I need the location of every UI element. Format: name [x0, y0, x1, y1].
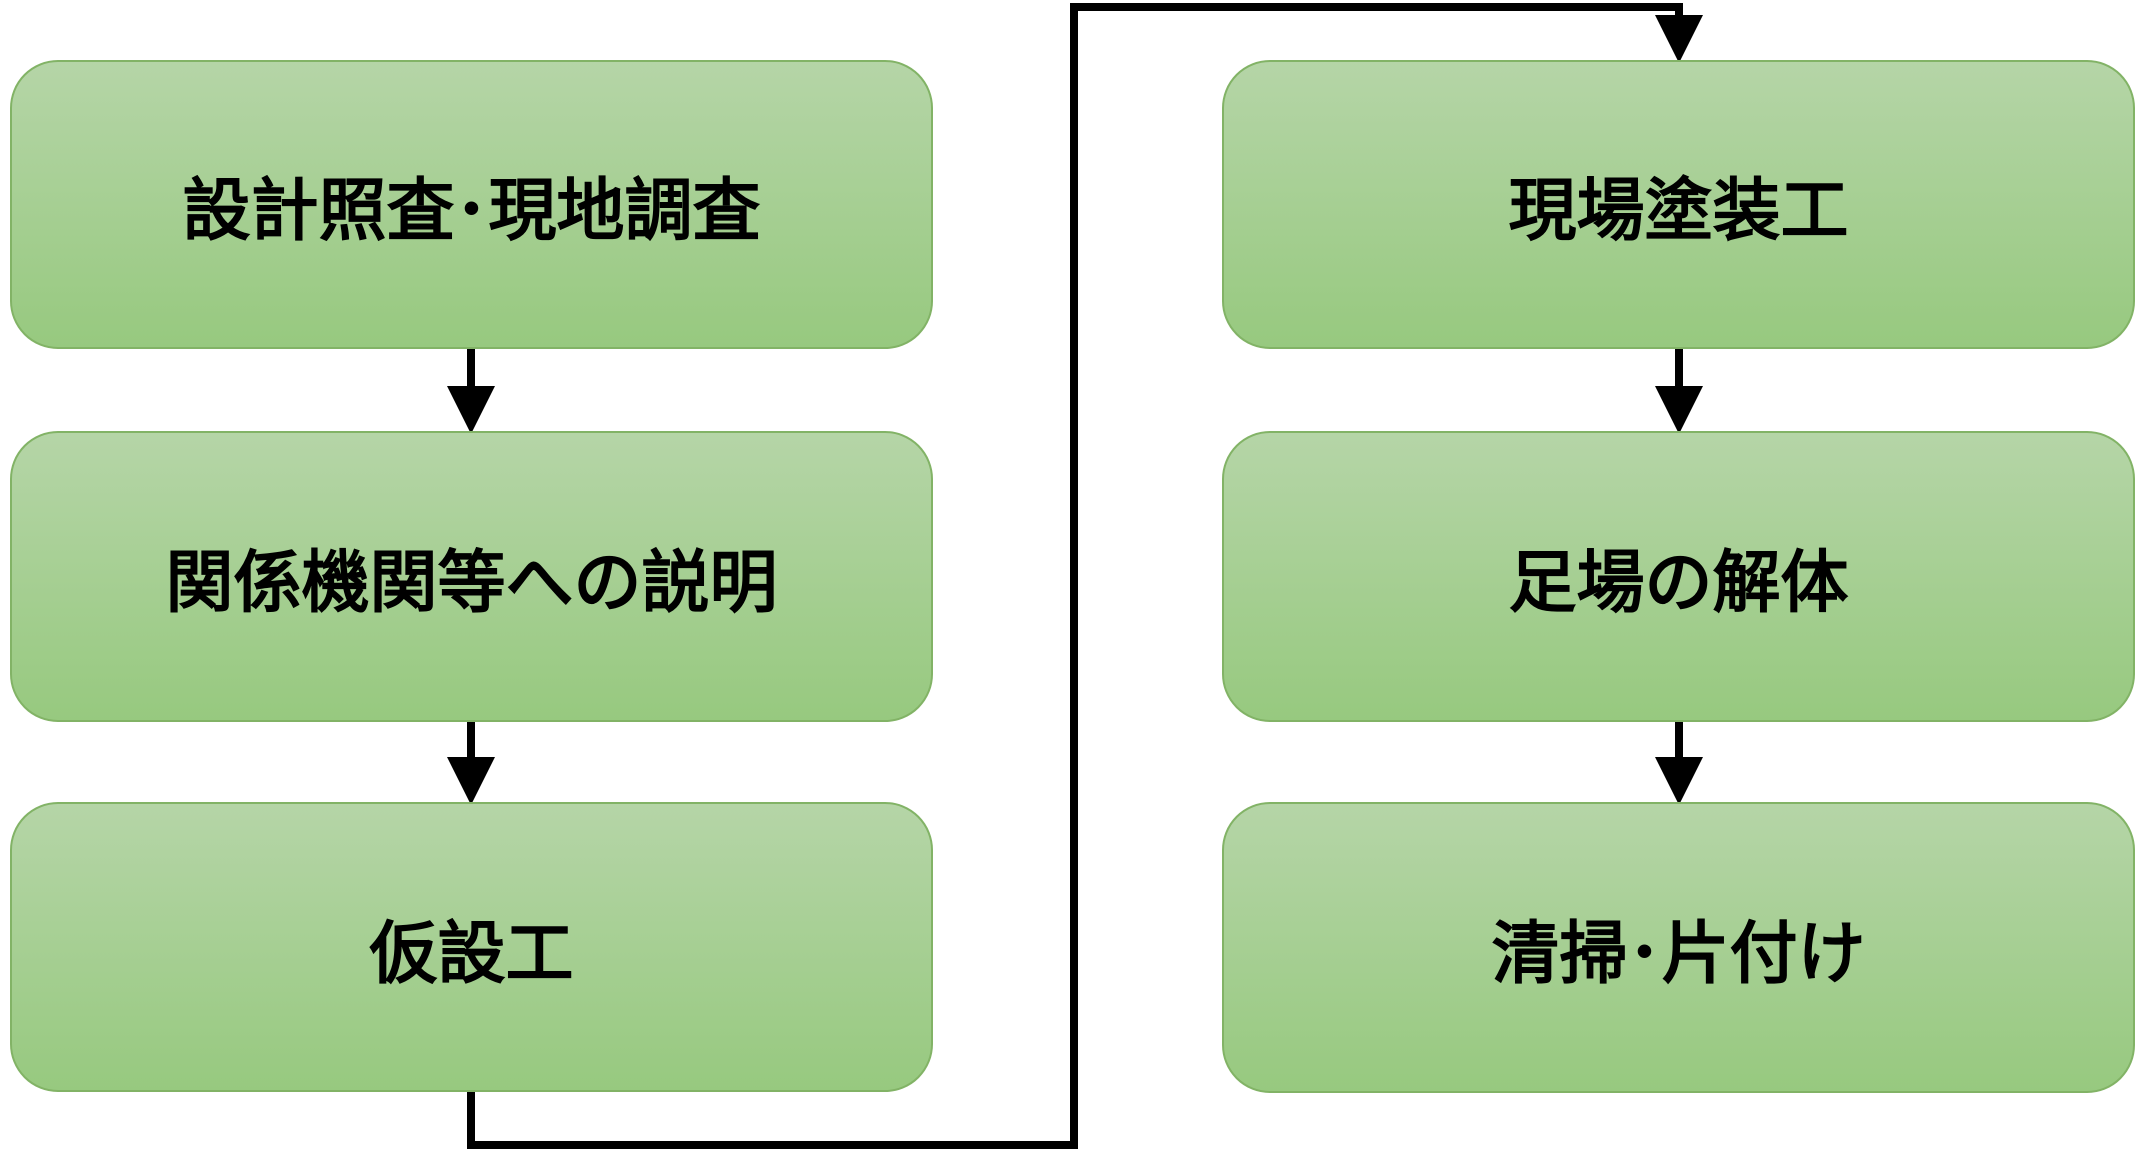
step-cleanup: 清掃･片付け	[1222, 802, 2135, 1093]
step-label: 関係機関等への説明	[165, 544, 778, 623]
step-label: 足場の解体	[1508, 544, 1849, 623]
step-label: 現場塗装工	[1508, 172, 1849, 251]
step-label: 清掃･片付け	[1491, 915, 1866, 994]
step-scaffold-removal: 足場の解体	[1222, 431, 2135, 722]
step-agency-explanation: 関係機関等への説明	[10, 431, 933, 722]
step-site-painting: 現場塗装工	[1222, 60, 2135, 349]
step-label: 仮設工	[369, 914, 574, 994]
step-label: 設計照査･現地調査	[182, 172, 761, 251]
arrow-3-4	[467, 3, 1703, 1149]
step-design-survey: 設計照査･現地調査	[10, 60, 933, 349]
step-temporary-works: 仮設工	[10, 802, 933, 1092]
